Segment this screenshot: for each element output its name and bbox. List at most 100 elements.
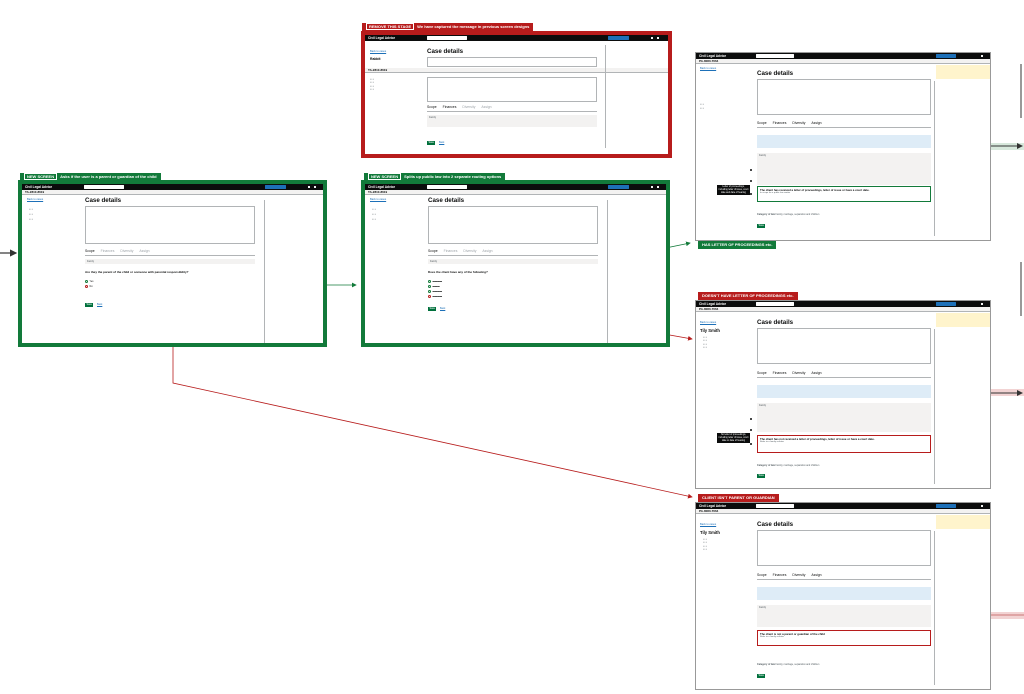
search-input[interactable] — [427, 36, 467, 40]
back-button[interactable]: Back — [440, 307, 446, 310]
family-label: Family — [87, 260, 95, 263]
menu-icon[interactable] — [657, 36, 660, 40]
has-letter-screen: Civil Legal Advice PA-8080-7664 Back to … — [695, 52, 991, 241]
search-input[interactable] — [84, 185, 124, 189]
family-panel: Family — [85, 259, 255, 264]
menu-icon[interactable] — [314, 185, 317, 189]
summary-textarea[interactable] — [427, 77, 597, 102]
notes-textarea[interactable] — [757, 79, 931, 115]
call-button[interactable] — [936, 54, 956, 58]
tab-scope[interactable]: Scope — [428, 249, 438, 253]
category-value: Family, marriage, separation and childre… — [775, 213, 820, 216]
radio-yes-circle[interactable] — [85, 280, 88, 283]
notes-textarea[interactable] — [757, 328, 931, 364]
tab-scope[interactable]: Scope — [757, 573, 767, 577]
back-link[interactable]: Back to cases — [700, 321, 717, 324]
search-input[interactable] — [756, 54, 794, 58]
client-details: • • •• • •• • •• • • — [703, 538, 707, 551]
tab-scope[interactable]: Scope — [757, 121, 767, 125]
option-3-circle[interactable] — [428, 290, 431, 293]
back-button[interactable]: Back — [439, 141, 445, 144]
option-1-circle[interactable] — [428, 280, 431, 283]
tab-assign[interactable]: Assign — [482, 249, 493, 253]
step-dot — [750, 180, 753, 183]
tab-finances[interactable]: Finances — [442, 105, 457, 109]
back-link[interactable]: Back to cases — [27, 198, 44, 201]
right-rail — [605, 45, 668, 148]
tab-assign[interactable]: Assign — [811, 371, 822, 375]
call-button[interactable] — [265, 185, 286, 189]
search-input[interactable] — [756, 302, 794, 306]
call-button[interactable] — [936, 302, 956, 306]
outcome-sub: Refer to a family solicitor — [760, 441, 784, 443]
radio-yes[interactable]: Yes — [85, 280, 93, 283]
tab-diversity[interactable]: Diversity — [792, 573, 806, 577]
new1-chip: NEW SCREEN — [24, 173, 58, 180]
user-icon[interactable] — [981, 504, 984, 508]
has-letter-tooltip: Letter of proceedings, including letter … — [717, 185, 750, 196]
app-title: Civil Legal Advice — [368, 185, 396, 189]
tab-finances[interactable]: Finances — [443, 249, 458, 253]
tab-scope[interactable]: Scope — [85, 249, 95, 253]
tab-finances[interactable]: Finances — [772, 371, 787, 375]
tab-assign[interactable]: Assign — [811, 573, 822, 577]
search-input[interactable] — [427, 185, 467, 189]
option-2[interactable]: ▬▬▬ — [428, 285, 440, 288]
client-name: Rabbit — [370, 57, 381, 61]
radio-no-circle[interactable] — [85, 285, 88, 288]
back-button[interactable]: Back — [97, 303, 103, 306]
tab-assign[interactable]: Assign — [139, 249, 150, 253]
sidebar-items: • • •• • •• • • — [372, 208, 376, 221]
outcome-title: The client is not a parent or guardian o… — [760, 632, 825, 636]
tab-diversity[interactable]: Diversity — [792, 121, 806, 125]
user-icon[interactable] — [651, 36, 654, 40]
back-link[interactable]: Back to cases — [370, 50, 387, 53]
tab-diversity[interactable]: Diversity — [120, 249, 134, 253]
option-4[interactable]: ▬▬▬▬ — [428, 295, 442, 298]
outcome-sub: In scope for a public law matter — [760, 192, 791, 194]
user-icon[interactable] — [981, 302, 984, 306]
case-ref-bar: TA-2810-8619 — [365, 190, 666, 195]
save-button[interactable]: Save — [757, 674, 766, 678]
option-3[interactable]: ▬▬▬▬ — [428, 290, 442, 293]
case-ref-bar: TA-2810-8619 — [365, 68, 668, 73]
category-row: Category of law Family, marriage, separa… — [757, 213, 819, 216]
option-2-circle[interactable] — [428, 285, 431, 288]
save-button[interactable]: Save — [757, 474, 766, 478]
save-button[interactable]: Save — [85, 303, 94, 307]
tab-scope[interactable]: Scope — [757, 371, 767, 375]
tab-diversity[interactable]: Diversity — [792, 371, 806, 375]
menu-icon[interactable] — [657, 185, 660, 189]
search-input[interactable] — [756, 504, 794, 508]
option-1[interactable]: ▬▬▬▬ — [428, 280, 442, 283]
case-ref-bar: PA-8080-7664 — [696, 307, 990, 312]
notes-textarea[interactable] — [757, 530, 931, 566]
tab-diversity[interactable]: Diversity — [462, 105, 476, 109]
back-link[interactable]: Back to cases — [700, 67, 717, 70]
user-icon[interactable] — [981, 54, 984, 58]
notes-textarea[interactable] — [427, 57, 597, 67]
call-button[interactable] — [936, 504, 956, 508]
option-4-circle[interactable] — [428, 295, 431, 298]
radio-no[interactable]: No — [85, 285, 93, 288]
save-button[interactable]: Save — [757, 224, 766, 228]
user-icon[interactable] — [308, 185, 311, 189]
call-button[interactable] — [608, 185, 629, 189]
tab-finances[interactable]: Finances — [772, 121, 787, 125]
back-link[interactable]: Back to cases — [370, 198, 387, 201]
user-icon[interactable] — [651, 185, 654, 189]
call-button[interactable] — [608, 36, 629, 40]
alert-panel — [936, 515, 990, 529]
tab-assign[interactable]: Assign — [811, 121, 822, 125]
tab-finances[interactable]: Finances — [100, 249, 115, 253]
save-button[interactable]: Save — [427, 141, 436, 145]
back-link[interactable]: Back to cases — [700, 523, 717, 526]
save-button[interactable]: Save — [428, 307, 437, 311]
tab-scope[interactable]: Scope — [427, 105, 437, 109]
tab-finances[interactable]: Finances — [772, 573, 787, 577]
tab-assign[interactable]: Assign — [481, 105, 492, 109]
tab-diversity[interactable]: Diversity — [463, 249, 477, 253]
notes-textarea[interactable] — [85, 206, 255, 244]
tabs: Scope Finances Diversity Assign — [427, 105, 498, 109]
notes-textarea[interactable] — [428, 206, 598, 244]
